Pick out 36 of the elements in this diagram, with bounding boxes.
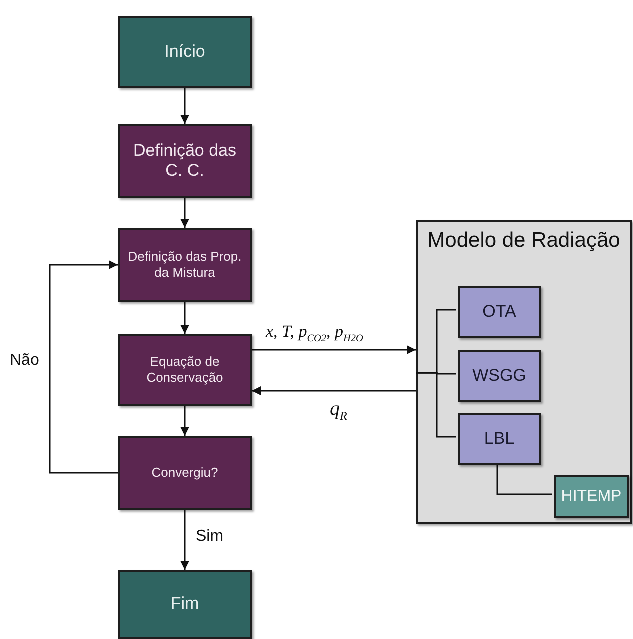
database-box	[554, 475, 629, 518]
node-label: OTA	[482, 302, 516, 322]
edge-label: x, T, p$_{CO2}$, p$_{H2O}$	[266, 322, 364, 344]
arrow	[180, 88, 190, 124]
node-label: Convergiu?	[152, 465, 218, 481]
node-label: Fim	[170, 594, 200, 615]
edge-label: q$_{R}$	[330, 398, 348, 424]
node-label: WSGG	[472, 366, 526, 386]
arrow	[180, 510, 190, 570]
process-box	[118, 334, 252, 406]
node-label: LBL	[484, 428, 515, 450]
process-box	[118, 228, 252, 302]
process-box	[118, 124, 252, 198]
process-box	[118, 436, 252, 510]
node-label: Início	[164, 42, 206, 62]
edge-label: Sim	[196, 528, 224, 546]
terminal-box	[118, 16, 252, 88]
edge-label: Não	[10, 352, 40, 370]
arrow	[180, 198, 190, 228]
node-label: Definição das Prop. da Mistura	[127, 249, 243, 281]
arrow	[252, 346, 416, 354]
model-box	[458, 413, 541, 465]
arrow	[180, 302, 190, 334]
arrow	[252, 386, 416, 396]
connector-line	[416, 372, 456, 438]
arrow	[180, 406, 190, 436]
node-label: HITEMP	[561, 486, 622, 506]
model-box	[458, 286, 541, 338]
arrow	[49, 260, 118, 474]
node-label: Definição das C. C.	[132, 140, 238, 182]
terminal-box	[118, 570, 252, 639]
node-label: Equação de Conservação	[146, 354, 224, 386]
group-title: Modelo de Radiação	[428, 228, 620, 254]
group-panel	[416, 220, 632, 524]
connector-line	[496, 463, 552, 496]
model-box	[458, 350, 541, 402]
